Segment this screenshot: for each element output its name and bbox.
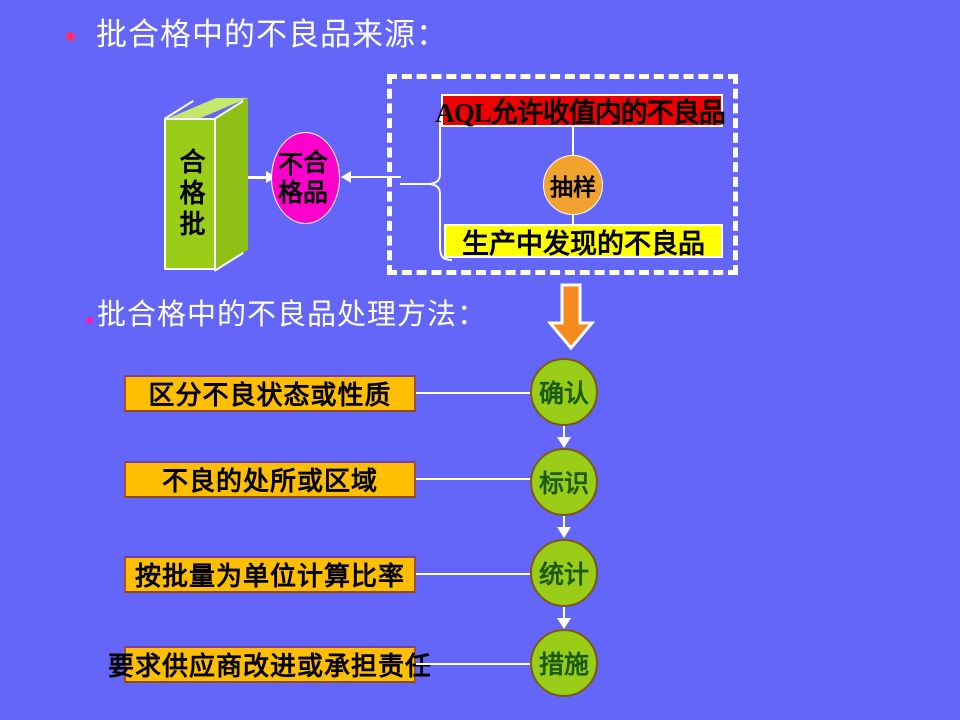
curly-brace-icon <box>400 107 453 261</box>
connector-stage-2-3 <box>563 607 565 623</box>
connector-box-circle-0 <box>416 392 531 394</box>
defect-char-1: 合 <box>303 150 329 177</box>
connector-lot-to-defect <box>248 176 273 179</box>
stage-circle-1: 标识 <box>530 448 598 516</box>
arrowhead-stage-1-2 <box>557 527 571 538</box>
bullet-icon-handling <box>86 317 93 324</box>
box3d-front-face: 合格批 <box>164 118 216 270</box>
defect-char-0: 不 <box>278 152 304 179</box>
bullet-icon-source <box>66 32 75 41</box>
connector-sampling-to-production <box>572 214 574 225</box>
stage-circle-0: 确认 <box>530 358 598 426</box>
connector-box-circle-3 <box>416 663 531 665</box>
flow-down-arrow-icon <box>547 283 595 351</box>
production-defect-box: 生产中发现的不良品 <box>444 224 723 259</box>
arrowhead-brace-to-defect <box>341 171 351 183</box>
sampling-circle: 抽样 <box>543 155 603 215</box>
defect-char-3: 品 <box>303 180 329 207</box>
accepted-lot-label: 合格批 <box>176 147 205 241</box>
connector-stage-0-1 <box>563 426 565 442</box>
stage-circle-label-0: 确认 <box>538 381 589 408</box>
process-box-1: 不良的处所或区域 <box>124 461 416 498</box>
sampling-label: 抽样 <box>550 175 596 200</box>
aql-defect-box: AQL允许收值内的不良品 <box>435 94 726 128</box>
defect-char-2: 格 <box>278 180 304 207</box>
connector-box-circle-1 <box>416 478 531 480</box>
stage-circle-label-3: 措施 <box>538 652 589 679</box>
connector-brace-to-defect <box>351 176 401 178</box>
aql-defect-label: AQL允许收值内的不良品 <box>435 98 726 128</box>
process-box-2: 按批量为单位计算比率 <box>124 556 416 593</box>
connector-box-circle-2 <box>416 573 531 575</box>
stage-circle-2: 统计 <box>530 539 598 607</box>
process-box-label-2: 按批量为单位计算比率 <box>134 562 405 591</box>
process-box-label-1: 不良的处所或区域 <box>161 467 378 496</box>
arrowhead-stage-0-1 <box>557 437 571 448</box>
process-box-label-3: 要求供应商改进或承担责任 <box>108 652 433 681</box>
process-box-label-0: 区分不良状态或性质 <box>148 381 392 410</box>
production-defect-label: 生产中发现的不良品 <box>462 228 705 259</box>
connector-aql-to-sampling <box>572 127 574 156</box>
accepted-lot-box-3d: 合格批 <box>164 98 248 272</box>
stage-circle-label-1: 标识 <box>538 471 589 498</box>
page-title-handling: 批合格中的不良品处理方法： <box>97 299 488 331</box>
connector-stage-1-2 <box>563 516 565 532</box>
page-title-source: 批合格中的不良品来源： <box>96 17 448 52</box>
box3d-side-face <box>214 98 248 270</box>
process-box-0: 区分不良状态或性质 <box>124 375 416 412</box>
defect-source-group <box>387 74 738 275</box>
process-box-3: 要求供应商改进或承担责任 <box>108 646 431 683</box>
arrowhead-stage-2-3 <box>557 618 571 629</box>
stage-circle-3: 措施 <box>530 629 598 697</box>
defect-ellipse: 不 合 格 品 <box>271 132 340 224</box>
stage-circle-label-2: 统计 <box>538 562 589 589</box>
